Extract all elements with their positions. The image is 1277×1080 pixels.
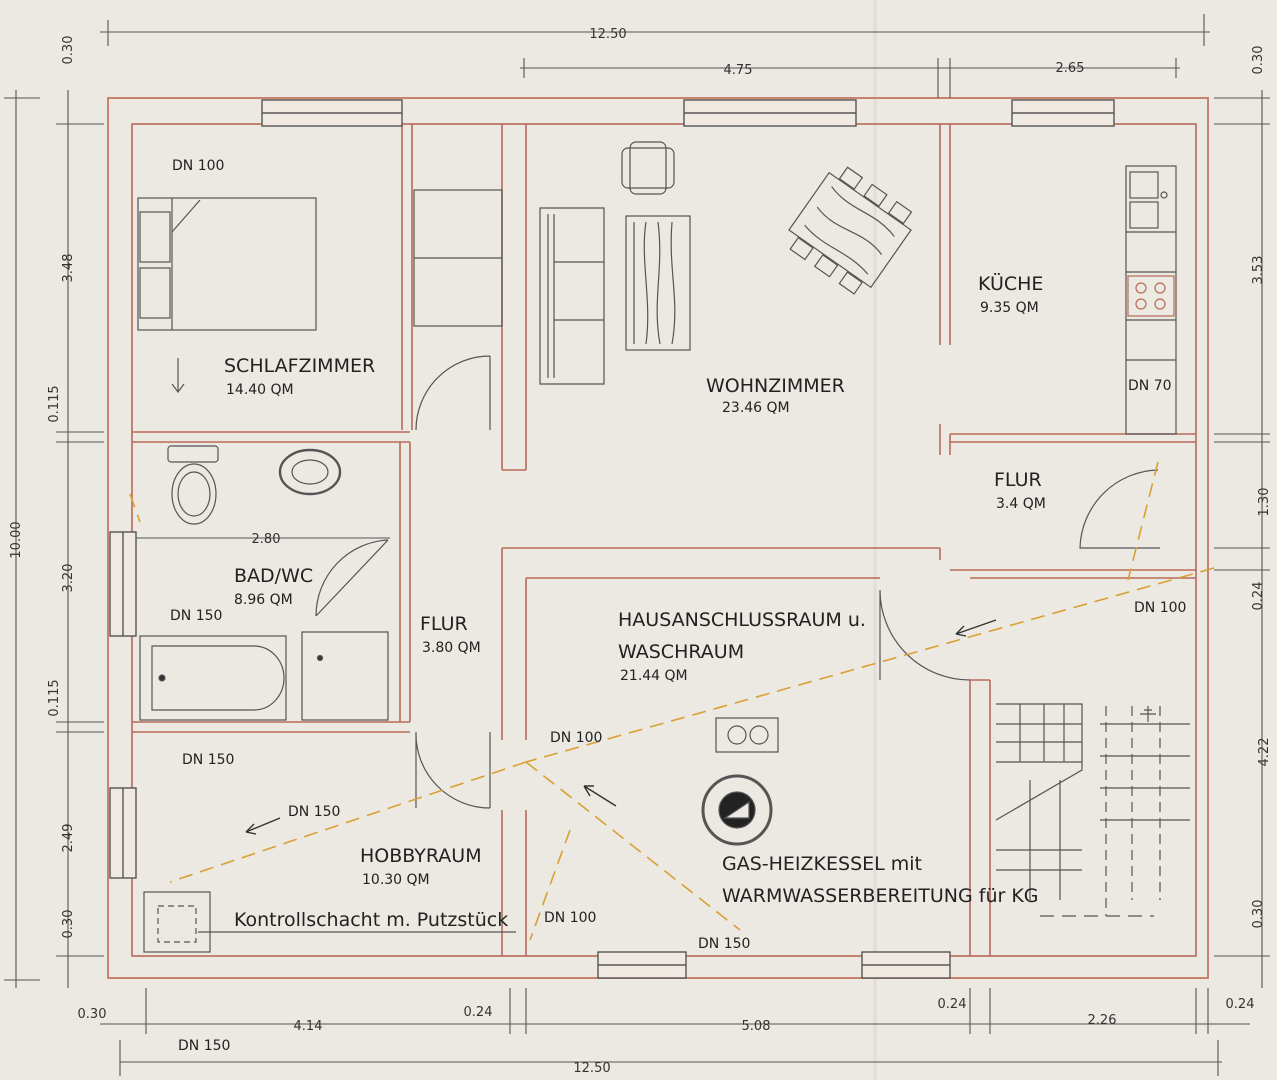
drain-pipes: [129, 461, 1215, 941]
pipe-label-dn100-haus: DN 100: [550, 730, 602, 746]
dim-left-3: 3.20: [61, 564, 76, 593]
room-name-kueche: KÜCHE: [978, 272, 1043, 295]
armchair: [621, 141, 675, 195]
dim-top-total: 12.50: [589, 27, 626, 42]
room-name-flur-right: FLUR: [994, 469, 1042, 491]
dim-bottom-total: 12.50: [573, 1061, 610, 1076]
dim-bottom-3: 5.08: [742, 1019, 771, 1034]
inner-wall-outline: [131, 123, 1197, 957]
dim-right-3: 0.24: [1251, 582, 1266, 611]
room-name-schlafzimmer: SCHLAFZIMMER: [224, 355, 375, 377]
dim-left-4: 0.115: [47, 679, 62, 716]
dim-bottom-2: 0.24: [464, 1005, 493, 1020]
wardrobe: [413, 189, 503, 327]
room-area-bad: 8.96 QM: [234, 592, 293, 608]
coffee-table: [625, 215, 691, 351]
pipe-label-dn70: DN 70: [1128, 378, 1172, 394]
pipe-label-dn150-outside: DN 150: [178, 1038, 230, 1054]
room-area-schlafzimmer: 14.40 QM: [226, 382, 294, 398]
flow-arrows: [245, 619, 997, 835]
room-name-hobbyraum: HOBBYRAUM: [360, 845, 482, 867]
dim-bottom-4: 0.24: [938, 997, 967, 1012]
washbasin: [278, 448, 342, 496]
room-name-bad: BAD/WC: [234, 565, 313, 587]
heizkessel-label-1: GAS-HEIZKESSEL mit: [722, 853, 922, 875]
dim-left-5: 2.49: [61, 824, 76, 853]
heizkessel-label-2: WARMWASSERBEREITUNG für KG: [722, 885, 1039, 907]
dining-table: [788, 166, 913, 295]
pipe-label-dn100-bed: DN 100: [172, 158, 224, 174]
dim-right-2: 1.30: [1257, 488, 1272, 517]
kontrollschacht-label: Kontrollschacht m. Putzstück: [234, 909, 508, 931]
control-shaft: [143, 891, 516, 953]
room-name-hausanschluss-1: HAUSANSCHLUSSRAUM u.: [618, 609, 866, 631]
dim-right-0: 0.30: [1251, 46, 1266, 75]
room-area-hausanschluss: 21.44 QM: [620, 668, 688, 684]
dim-bad-width: 2.80: [252, 532, 281, 547]
room-name-hausanschluss-2: WASCHRAUM: [618, 641, 744, 663]
dim-right-4: 4.22: [1257, 738, 1272, 767]
dim-left-total: 10.00: [9, 521, 24, 558]
pipe-label-dn150-bottom: DN 150: [698, 936, 750, 952]
room-area-kueche: 9.35 QM: [980, 300, 1039, 316]
dimension-lines: [4, 14, 1270, 1076]
dim-bottom-1: 4.14: [294, 1019, 323, 1034]
bedroom-arrow: [171, 358, 185, 393]
pipe-label-dn100-right: DN 100: [1134, 600, 1186, 616]
dim-top-mid: 4.75: [724, 63, 753, 78]
shower: [301, 631, 389, 721]
pipe-label-dn150-hobby: DN 150: [182, 752, 234, 768]
staircase: [995, 703, 1190, 917]
dim-right-5: 0.30: [1251, 900, 1266, 929]
sofa: [539, 207, 605, 385]
room-name-wohnzimmer: WOHNZIMMER: [706, 375, 845, 397]
dim-bottom-5: 2.26: [1088, 1013, 1117, 1028]
room-area-flur-center: 3.80 QM: [422, 640, 481, 656]
room-name-flur-center: FLUR: [420, 613, 468, 635]
room-area-flur-right: 3.4 QM: [996, 496, 1046, 512]
dim-top-right: 2.65: [1056, 61, 1085, 76]
dim-left-2: 0.115: [47, 385, 62, 422]
interior-walls: [132, 124, 1196, 956]
room-area-wohnzimmer: 23.46 QM: [722, 400, 790, 416]
kitchen-counter: [1125, 165, 1177, 435]
bathtub: [139, 635, 287, 721]
pipe-label-dn150-bad: DN 150: [170, 608, 222, 624]
toilet: [167, 445, 219, 525]
dim-bottom-6: 0.24: [1226, 997, 1255, 1012]
room-area-hobbyraum: 10.30 QM: [362, 872, 430, 888]
pipe-label-dn150-hobby-2: DN 150: [288, 804, 340, 820]
dim-bottom-0: 0.30: [78, 1007, 107, 1022]
pipe-label-dn100-bottom: DN 100: [544, 910, 596, 926]
windows: [109, 99, 1115, 979]
dim-left-0: 0.30: [61, 36, 76, 65]
dim-left-1: 3.48: [61, 254, 76, 283]
dim-right-1: 3.53: [1251, 256, 1266, 285]
doors: [315, 355, 1160, 809]
bed: [137, 197, 317, 331]
boiler: [701, 717, 779, 846]
dim-left-6: 0.30: [61, 910, 76, 939]
